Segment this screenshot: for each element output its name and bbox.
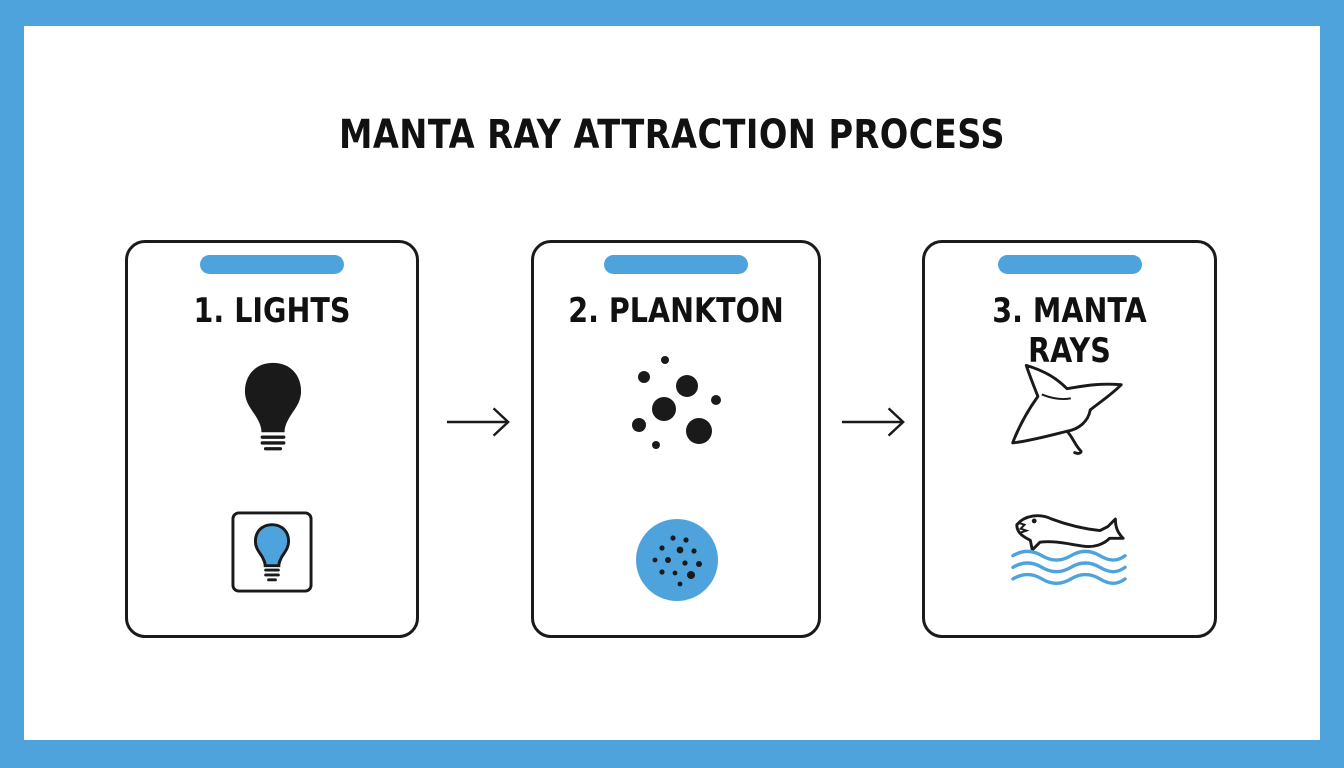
arrow-right-icon [841,407,905,437]
card-tab [200,255,344,274]
step-card-plankton: 2. PLANKTON [531,240,821,638]
card-tab [997,255,1142,274]
manta-ray-icon [1011,363,1123,455]
arrow-right-icon [446,407,510,437]
step-card-manta-rays: 3. MANTA RAYS [922,240,1217,638]
page-title: MANTA RAY ATTRACTION PROCESS [339,112,1005,158]
plankton-particles-icon [632,356,721,449]
light-bulb-icon [244,362,302,451]
manta-over-waves-icon [1011,514,1127,585]
step-label: 3. MANTA RAYS [992,291,1147,371]
step-label: 1. LIGHTS [193,291,351,331]
framed-light-bulb-icon [231,511,313,593]
step-card-lights: 1. LIGHTS [125,240,419,638]
card-tab [604,255,748,274]
step-label: 2. PLANKTON [568,291,784,331]
plankton-circle-icon [636,519,718,601]
